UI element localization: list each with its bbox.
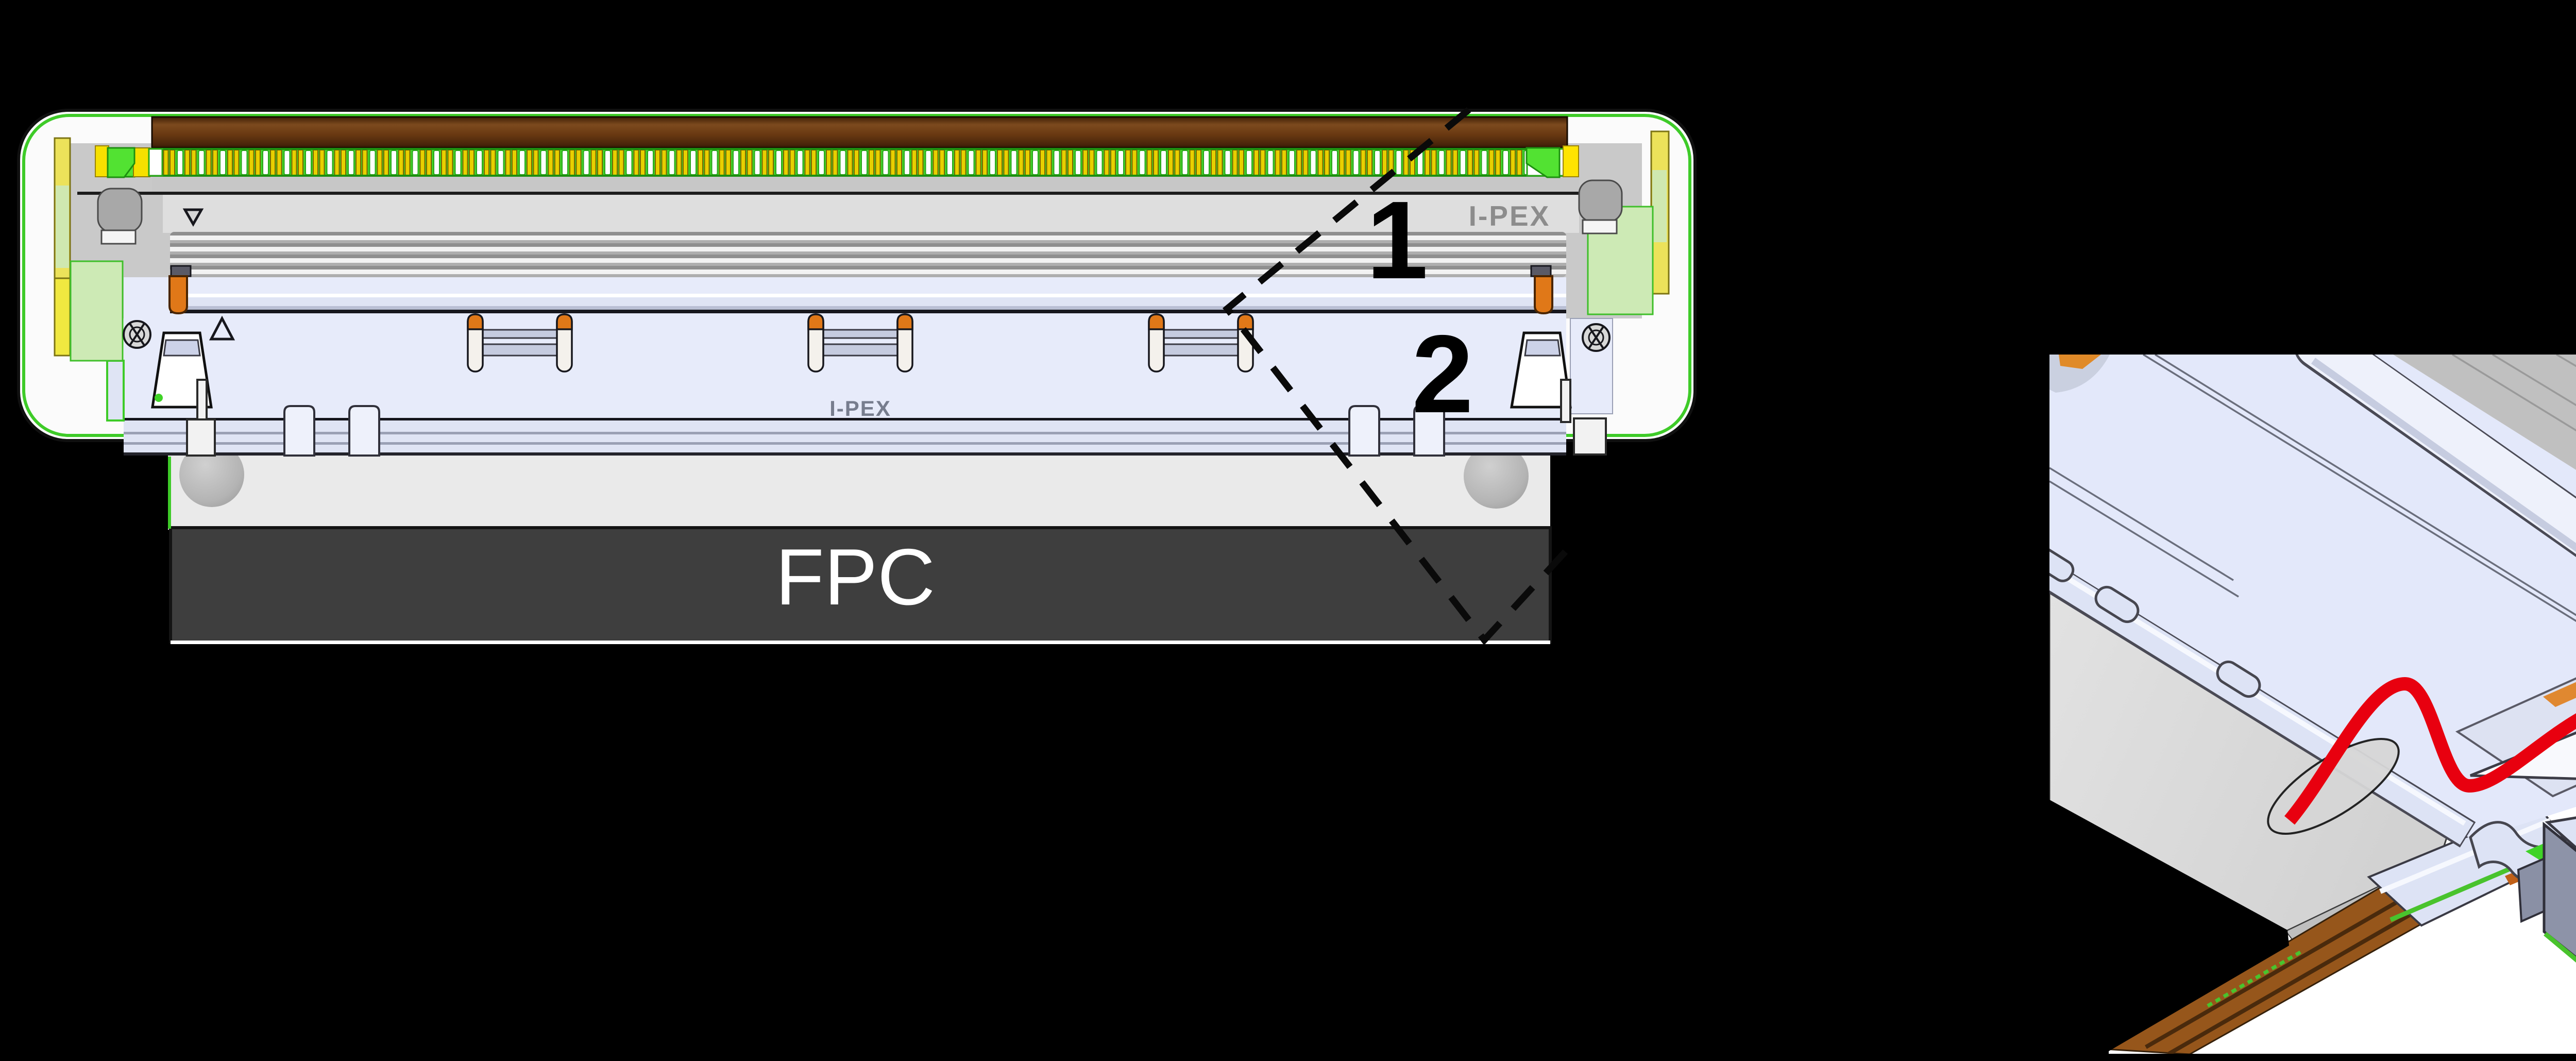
svg-text:2: 2 (1412, 312, 1473, 436)
svg-text:1: 1 (1366, 178, 1428, 302)
svg-text:I-PEX: I-PEX (829, 396, 891, 420)
svg-text:FPC: FPC (775, 532, 935, 621)
svg-text:I-PEX: I-PEX (1469, 200, 1551, 232)
